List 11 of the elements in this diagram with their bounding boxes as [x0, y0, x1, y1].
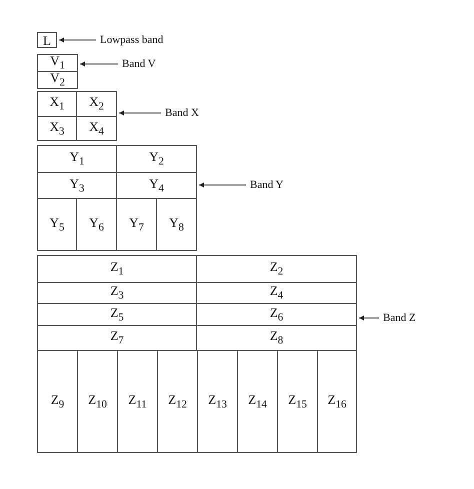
subband-cell: L — [37, 32, 57, 48]
arrow — [198, 182, 246, 188]
arrow — [80, 62, 118, 66]
arrow — [358, 316, 380, 320]
band-label: Band Y — [250, 180, 284, 190]
arrow — [58, 38, 96, 42]
arrow — [118, 110, 162, 116]
band-label: Band X — [165, 108, 199, 118]
band-label: Band V — [122, 58, 156, 70]
band-label: Lowpass band — [100, 34, 164, 46]
band-label: Band Z — [383, 312, 416, 324]
